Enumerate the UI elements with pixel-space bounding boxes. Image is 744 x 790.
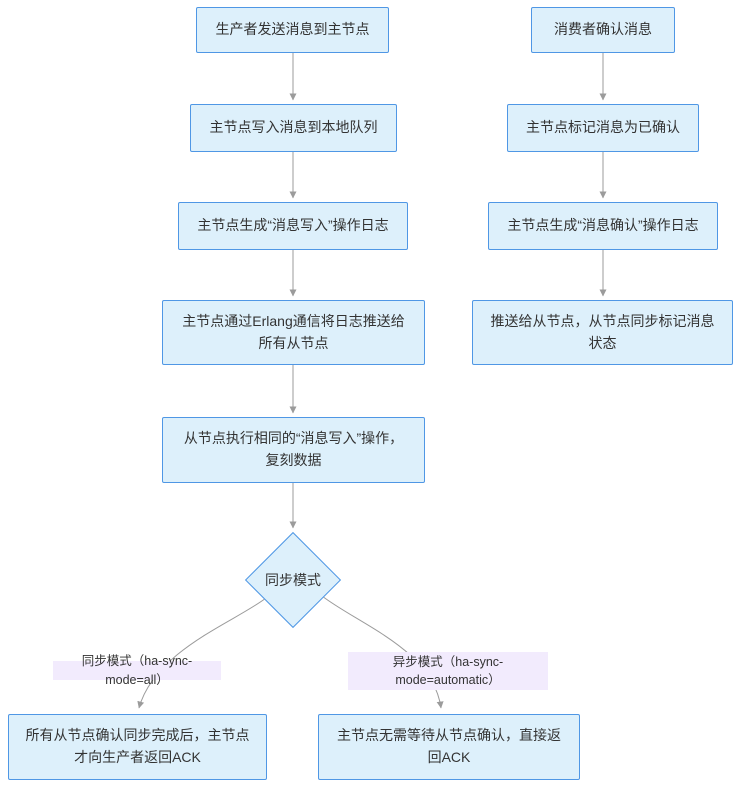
node-master-write-local-queue: 主节点写入消息到本地队列 <box>190 104 397 152</box>
node-producer-send: 生产者发送消息到主节点 <box>196 7 389 53</box>
edge-label-async-mode: 异步模式（ha-sync- mode=automatic） <box>348 652 548 690</box>
node-push-mirror-sync-state: 推送给从节点，从节点同步标记消息 状态 <box>472 300 733 365</box>
decision-diamond-label: 同步模式 <box>265 572 321 588</box>
node-master-push-log-erlang: 主节点通过Erlang通信将日志推送给 所有从节点 <box>162 300 425 365</box>
node-master-generate-ack-log: 主节点生成“消息确认”操作日志 <box>488 202 718 250</box>
node-mirror-replay-write: 从节点执行相同的“消息写入”操作， 复刻数据 <box>162 417 425 483</box>
edge-label-sync-mode: 同步模式（ha-sync-mode=all） <box>53 654 221 687</box>
node-consumer-ack: 消费者确认消息 <box>531 7 675 53</box>
node-master-mark-acked: 主节点标记消息为已确认 <box>507 104 699 152</box>
node-sync-mode-result: 所有从节点确认同步完成后，主节点 才向生产者返回ACK <box>8 714 267 780</box>
node-async-mode-result: 主节点无需等待从节点确认，直接返 回ACK <box>318 714 580 780</box>
node-master-generate-write-log: 主节点生成“消息写入”操作日志 <box>178 202 408 250</box>
